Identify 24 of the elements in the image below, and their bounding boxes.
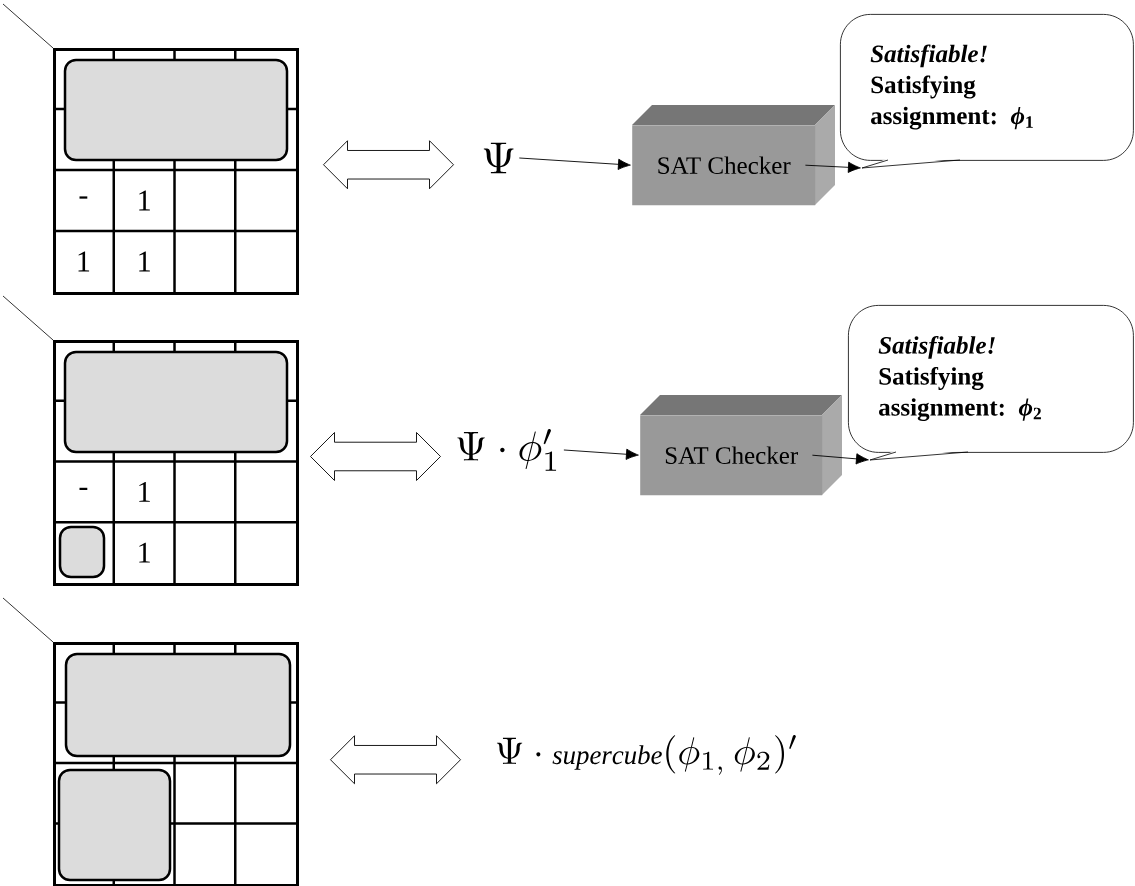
arrow	[804, 161, 861, 173]
karnaugh-map	[2, 295, 299, 586]
cell-value: -	[79, 487, 88, 490]
checker-block: SAT Checker	[640, 395, 842, 496]
formula: $\Psi$	[483, 142, 514, 174]
arrow	[518, 157, 631, 170]
speech-bubble: Satisfiable! Satisfying assignment: ϕ$_{2}$	[848, 305, 1134, 461]
arrow	[563, 448, 639, 460]
cell-value: 1	[139, 190, 150, 211]
cell-value: -	[79, 196, 88, 199]
formula: $\Psi\cdot\phi_{1}'$	[457, 429, 557, 471]
cell-value: 1	[139, 251, 150, 272]
cell-value: 1	[139, 481, 150, 502]
cell-value: 1	[139, 542, 150, 563]
cell-value: 1	[78, 251, 90, 272]
arrow	[310, 432, 441, 481]
karnaugh-map	[2, 3, 299, 295]
arrow	[323, 140, 454, 190]
arrow	[330, 735, 461, 785]
karnaugh-map	[2, 597, 299, 886]
speech-bubble: Satisfiable! Satisfying assignment: ϕ$_{1}$	[840, 14, 1134, 169]
checker-block: SAT Checker	[632, 105, 835, 206]
formula: $\Psi\cdot{\scriptstyle\mathit{supercube}}(\phi_{1,}\,\phi_{2})'$	[496, 735, 796, 775]
arrow	[811, 453, 869, 465]
